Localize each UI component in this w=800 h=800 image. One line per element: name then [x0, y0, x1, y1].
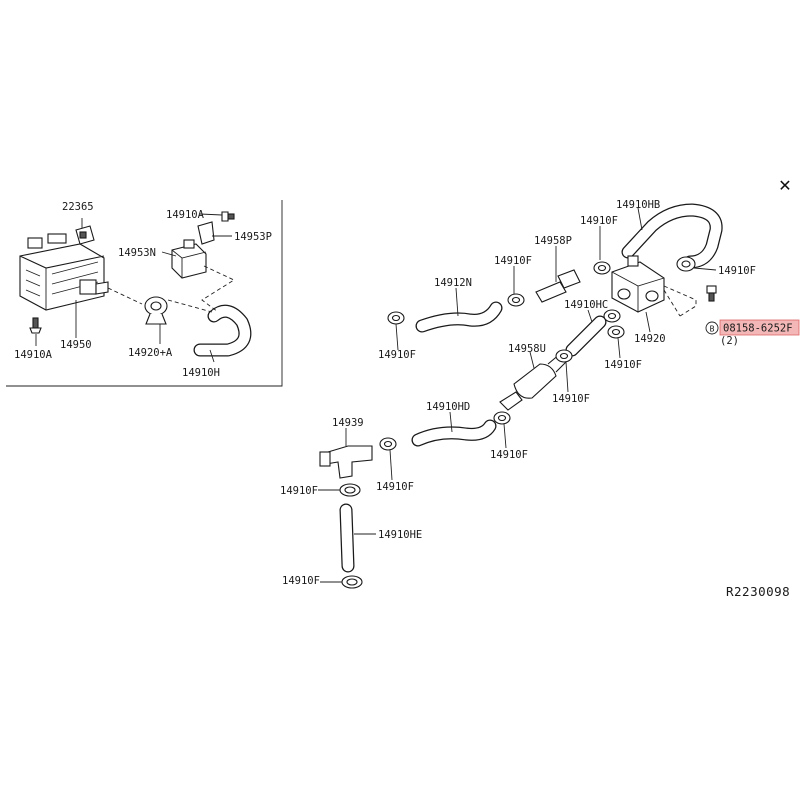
clip-14910F-right[interactable]	[607, 325, 625, 339]
svg-text:✕: ✕	[778, 176, 791, 195]
label-14920: 14920	[634, 333, 666, 345]
canister-14950[interactable]	[19, 233, 109, 311]
clip-14910F-h[interactable]	[341, 575, 363, 589]
bolt-08158[interactable]	[706, 285, 717, 302]
inset-frame	[6, 200, 283, 387]
highlighted-part-08158[interactable]: B 08158-6252F (2)	[705, 319, 800, 347]
clip-14910F-hc-top[interactable]	[603, 309, 621, 323]
hose-14910HC[interactable]	[565, 315, 607, 357]
label-14910HB: 14910HB	[616, 199, 660, 211]
label-08158-6252F: 08158-6252F	[723, 323, 793, 335]
label-14958P: 14958P	[534, 235, 572, 247]
hose-14910H[interactable]	[193, 304, 252, 357]
clip-14910F-d[interactable]	[493, 411, 511, 425]
label-14910A-top: 14910A	[166, 209, 205, 221]
label-14910HD: 14910HD	[426, 401, 470, 413]
clip-14910F-a[interactable]	[507, 293, 525, 307]
close-icon[interactable]: ✕	[776, 175, 796, 195]
clip-14910F-hb[interactable]	[676, 256, 696, 272]
label-14950: 14950	[60, 339, 92, 351]
clip-14910F-c[interactable]	[555, 349, 573, 363]
label-14910F-c: 14910F	[552, 393, 590, 405]
clip-14920A[interactable]	[144, 296, 168, 325]
label-14910F-d: 14910F	[490, 449, 528, 461]
clip-14910F-top[interactable]	[593, 261, 611, 275]
bolt-14910A-left[interactable]	[29, 317, 42, 334]
label-14912N: 14912N	[434, 277, 472, 289]
ref-circle-b: B	[710, 325, 715, 334]
connector-14958P[interactable]	[535, 269, 581, 303]
clip-14910F-f[interactable]	[339, 483, 361, 497]
label-14910F-hb: 14910F	[718, 265, 756, 277]
hose-14910HB[interactable]	[621, 203, 723, 269]
label-08158-qty: (2)	[720, 335, 739, 347]
hose-14912N[interactable]	[415, 301, 503, 333]
label-14939: 14939	[332, 417, 364, 429]
bracket-14953P[interactable]	[197, 221, 215, 245]
label-14910A-left: 14910A	[14, 349, 53, 361]
label-14910F-h: 14910F	[282, 575, 320, 587]
label-22365: 22365	[62, 201, 94, 213]
clip-14910F-e[interactable]	[379, 437, 397, 451]
label-14953P: 14953P	[234, 231, 272, 243]
tee-14939[interactable]	[319, 445, 373, 479]
label-14910F-f: 14910F	[280, 485, 318, 497]
label-14910H: 14910H	[182, 367, 220, 379]
clip-14910F-b[interactable]	[387, 311, 405, 325]
label-14958U: 14958U	[508, 343, 546, 355]
hose-14910HE[interactable]	[339, 503, 355, 573]
label-14910F-a: 14910F	[494, 255, 532, 267]
hose-14910HD[interactable]	[411, 419, 497, 447]
solenoid-14953N[interactable]	[171, 239, 207, 279]
part-22365[interactable]	[75, 225, 95, 245]
label-14910F-b: 14910F	[378, 349, 416, 361]
label-14910F-right: 14910F	[604, 359, 642, 371]
label-14910F-top: 14910F	[580, 215, 618, 227]
label-14920A: 14920+A	[128, 347, 173, 359]
bolt-14910A-top[interactable]	[221, 211, 235, 222]
valve-14920[interactable]	[611, 255, 665, 313]
label-14910HE: 14910HE	[378, 529, 422, 541]
label-14953N: 14953N	[118, 247, 156, 259]
label-14910F-e: 14910F	[376, 481, 414, 493]
label-14910HC: 14910HC	[564, 299, 608, 311]
drawing-id: R2230098	[726, 584, 790, 599]
